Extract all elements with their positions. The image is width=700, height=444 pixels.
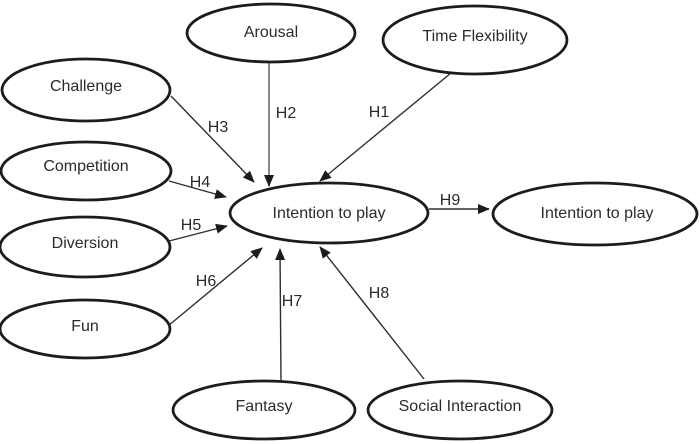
node-fun-ellipse (0, 298, 172, 360)
edge-h4-label: H4 (190, 174, 211, 191)
node-fantasy-ellipse (171, 379, 357, 441)
edge-h4-arrow (168, 180, 227, 199)
node-arousal-ellipse (185, 2, 357, 64)
node-intention-to-play-center: Intention to play (228, 181, 430, 245)
edge-h8-label: H8 (369, 285, 390, 302)
edge-h5-arrow (168, 223, 228, 242)
node-arousal-label: Arousal (244, 24, 298, 41)
node-diversion-label: Diversion (52, 235, 119, 252)
node-social-interaction-label: Social Interaction (399, 398, 522, 415)
node-intention-to-play-right: Intention to play (491, 181, 699, 247)
edge-h1-label: H1 (369, 104, 390, 121)
node-intention-to-play-right-label: Intention to play (541, 205, 654, 222)
edge-h2-label: H2 (276, 105, 297, 122)
node-diversion: Diversion (0, 215, 172, 279)
node-challenge-ellipse (0, 57, 172, 123)
edge-h1-arrow (319, 72, 452, 182)
node-time-flexibility-label: Time Flexibility (422, 28, 527, 45)
edge-h3-label: H3 (208, 119, 229, 136)
node-challenge-label: Challenge (50, 78, 122, 95)
edge-h8-arrow (319, 246, 425, 380)
node-competition-ellipse (0, 140, 173, 202)
edge-h7-label: H7 (282, 293, 303, 310)
node-intention-to-play-center-ellipse (228, 181, 430, 245)
node-competition: Competition (0, 140, 173, 202)
node-fun-label: Fun (71, 318, 99, 335)
node-social-interaction-ellipse (366, 379, 554, 441)
edges: H1 H2 H3 H4 H5 H6 H7 H8 H9 (167, 62, 490, 384)
node-fun: Fun (0, 298, 172, 360)
node-competition-label: Competition (43, 158, 128, 175)
node-social-interaction: Social Interaction (366, 379, 554, 441)
node-time-flexibility-ellipse (381, 4, 569, 76)
node-intention-to-play-center-label: Intention to play (273, 205, 386, 222)
edge-h3-arrow (170, 95, 255, 183)
edge-h9-label: H9 (440, 192, 461, 209)
edge-h5-label: H5 (181, 217, 202, 234)
edge-h6-arrow (167, 247, 263, 327)
node-time-flexibility: Time Flexibility (381, 4, 569, 76)
node-challenge: Challenge (0, 57, 172, 123)
node-fantasy-label: Fantasy (236, 398, 293, 415)
node-fantasy: Fantasy (171, 379, 357, 441)
node-arousal: Arousal (185, 2, 357, 64)
node-intention-to-play-right-ellipse (491, 181, 699, 247)
edge-h6-label: H6 (196, 273, 217, 290)
edge-h7-arrow (275, 248, 286, 384)
node-diversion-ellipse (0, 215, 172, 279)
